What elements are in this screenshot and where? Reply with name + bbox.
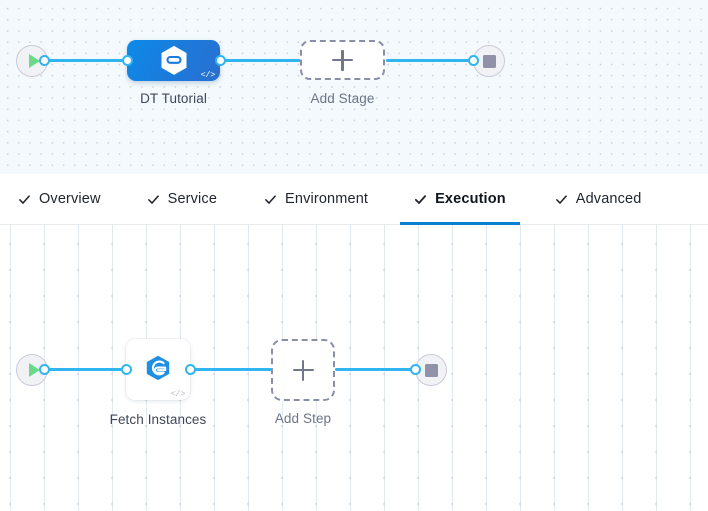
tab-execution-label: Execution	[435, 191, 506, 207]
step-node-label: Fetch Instances	[109, 412, 207, 427]
stage-graph-canvas[interactable]: </> DT Tutorial Add Stage	[0, 0, 708, 174]
add-stage-label: Add Stage	[310, 91, 375, 106]
check-icon	[555, 193, 568, 206]
edge-step-to-addstep	[190, 368, 272, 371]
tab-overview[interactable]: Overview	[18, 174, 101, 225]
check-icon	[264, 193, 277, 206]
tab-environment[interactable]: Environment	[264, 174, 368, 225]
stage-end-port[interactable]	[468, 55, 479, 66]
tab-service-label: Service	[167, 191, 218, 207]
harness-hexagon-icon	[160, 45, 188, 75]
tab-advanced-label: Advanced	[575, 191, 642, 207]
add-step-button[interactable]	[271, 339, 335, 401]
step-node-fetch-instances[interactable]: </>	[126, 339, 190, 400]
add-stage-button[interactable]	[300, 40, 385, 80]
add-step-label: Add Step	[274, 411, 332, 426]
edge-start-to-stage	[42, 59, 130, 62]
stage-node-output-port[interactable]	[215, 55, 226, 66]
code-tag-icon: </>	[200, 69, 216, 80]
stage-config-tabs: Overview Service Environment Execution A	[0, 174, 708, 225]
stage-node-dt-tutorial[interactable]: </>	[127, 40, 220, 81]
stage-node-input-port[interactable]	[122, 55, 133, 66]
step-node-output-port[interactable]	[185, 364, 196, 375]
edge-addstage-to-end	[386, 59, 476, 62]
step-end-port[interactable]	[410, 364, 421, 375]
stop-icon	[424, 363, 438, 377]
stop-icon	[482, 54, 496, 68]
play-icon	[28, 363, 40, 377]
plus-icon	[332, 49, 353, 71]
tab-execution[interactable]: Execution	[400, 174, 520, 225]
plus-icon	[292, 359, 314, 381]
execution-graph-canvas[interactable]: </> Fetch Instances Add Step	[0, 225, 708, 511]
tab-advanced[interactable]: Advanced	[555, 174, 642, 225]
shell-script-hexagon-icon	[145, 354, 171, 380]
code-tag-icon: </>	[170, 388, 186, 399]
edge-start-to-step	[42, 368, 126, 371]
tab-environment-label: Environment	[285, 191, 369, 207]
check-icon	[18, 193, 31, 206]
edge-stage-to-addstage	[216, 59, 304, 62]
check-icon	[414, 193, 427, 206]
stage-node-label: DT Tutorial	[140, 91, 207, 106]
check-icon	[147, 193, 160, 206]
step-node-input-port[interactable]	[121, 364, 132, 375]
edge-addstep-to-end	[335, 368, 417, 371]
tab-service[interactable]: Service	[147, 174, 217, 225]
play-icon	[28, 54, 40, 68]
step-start-port[interactable]	[39, 364, 50, 375]
tab-overview-label: Overview	[39, 191, 101, 207]
stage-start-port[interactable]	[39, 55, 50, 66]
